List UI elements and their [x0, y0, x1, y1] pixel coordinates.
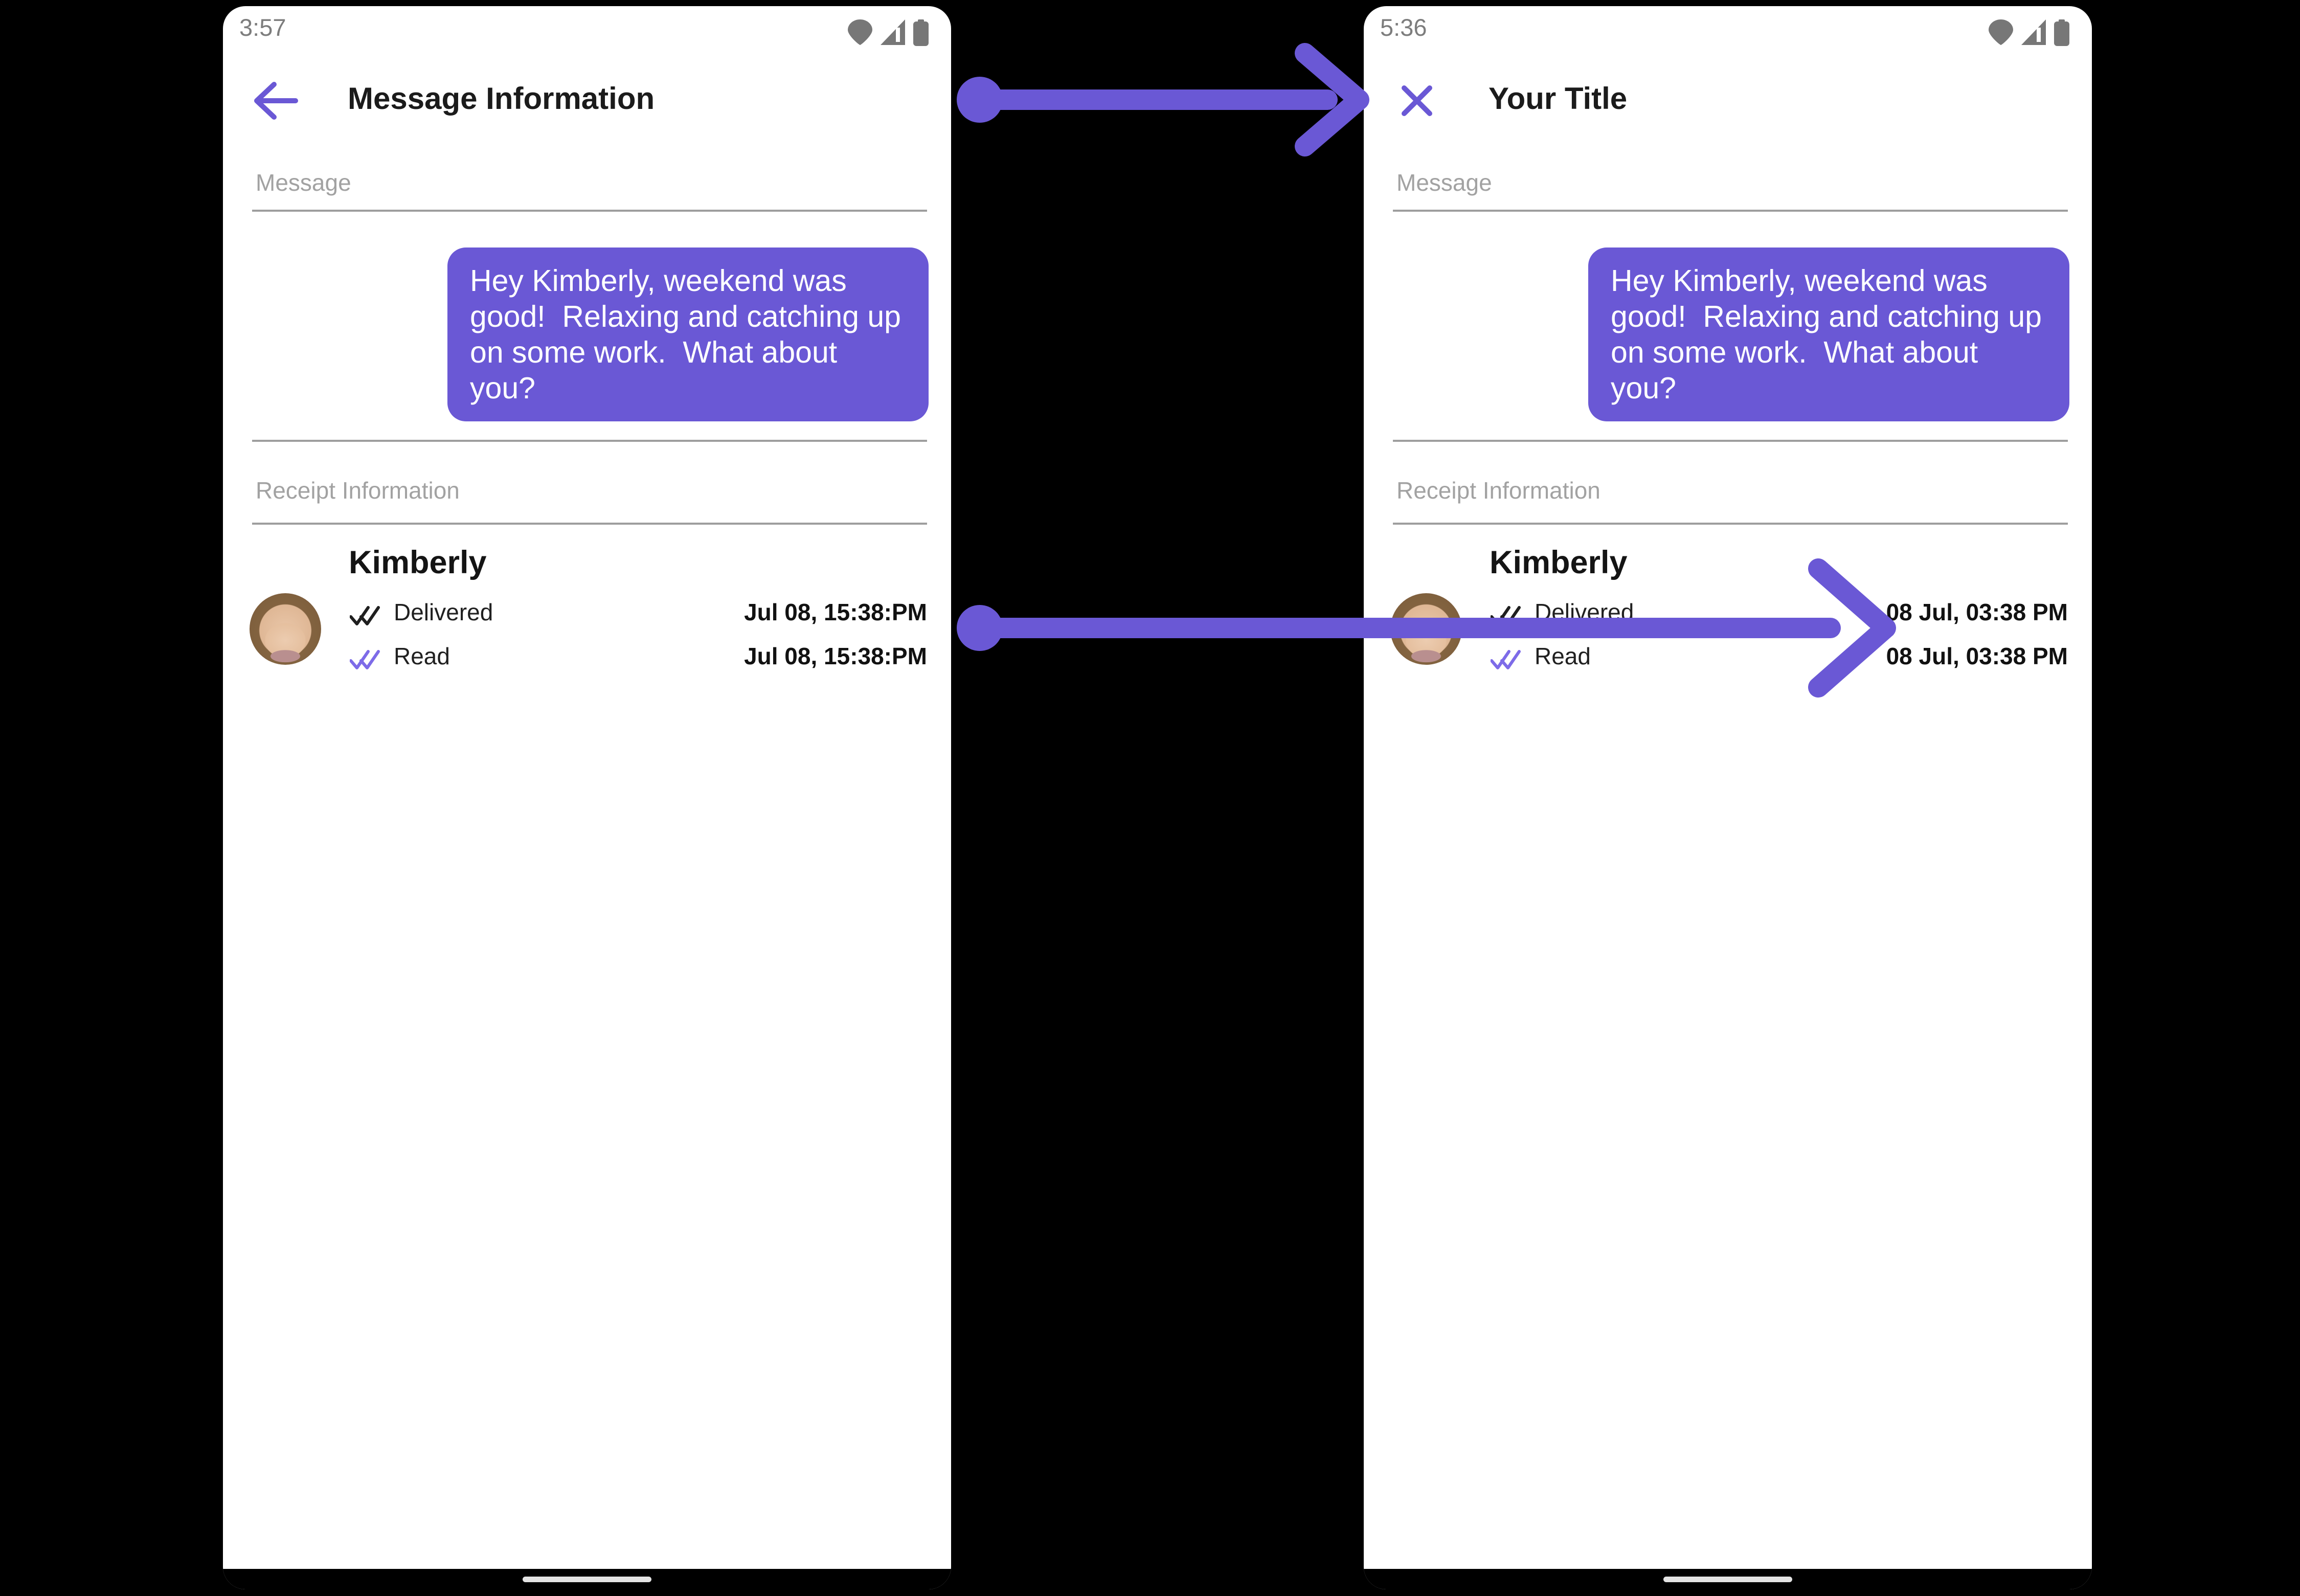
contact-name: Kimberly — [349, 545, 487, 580]
gesture-nav-area — [1364, 1569, 2092, 1589]
contact-avatar — [1390, 593, 1462, 665]
contact-name: Kimberly — [1490, 545, 1628, 580]
contact-avatar — [250, 593, 321, 665]
phone-right: 5:36 Your Title Message Hey Kimberly, we… — [1364, 6, 2092, 1589]
receipt-status: Read — [394, 643, 450, 669]
receipt-timestamp: Jul 08, 15:38:PM — [744, 643, 927, 669]
back-arrow-icon — [254, 82, 298, 120]
receipt-status: Read — [1535, 643, 1591, 669]
close-button[interactable] — [1392, 78, 1441, 124]
page-title: Your Title — [1489, 81, 1628, 116]
title-change-arrow — [957, 43, 1369, 156]
double-check-icon — [350, 606, 380, 625]
divider — [1393, 440, 2068, 442]
status-time: 5:36 — [1380, 14, 1427, 41]
message-bubble: Hey Kimberly, weekend was good! Relaxing… — [1588, 248, 2069, 421]
battery-icon — [2054, 19, 2069, 46]
status-icons — [848, 19, 929, 46]
page-title: Message Information — [348, 81, 655, 116]
cellular-signal-icon — [2021, 19, 2046, 45]
home-indicator[interactable] — [1663, 1577, 1792, 1582]
message-section-label: Message — [256, 169, 351, 196]
battery-icon — [913, 19, 929, 46]
status-time: 3:57 — [239, 14, 286, 41]
home-indicator[interactable] — [523, 1577, 651, 1582]
double-check-icon — [1491, 606, 1521, 625]
close-icon — [1402, 85, 1432, 116]
status-icons — [1989, 19, 2069, 46]
double-check-icon — [1491, 650, 1521, 669]
wifi-icon — [1989, 19, 2013, 45]
receipt-section-label: Receipt Information — [256, 477, 460, 504]
receipt-status: Delivered — [1535, 599, 1634, 625]
divider — [1393, 523, 2068, 525]
message-bubble: Hey Kimberly, weekend was good! Relaxing… — [447, 248, 929, 421]
divider — [252, 523, 927, 525]
divider — [1393, 210, 2068, 212]
double-check-icon — [350, 650, 380, 669]
cellular-signal-icon — [881, 19, 905, 45]
message-section-label: Message — [1396, 169, 1492, 196]
receipt-timestamp: 08 Jul, 03:38 PM — [1886, 599, 2068, 625]
receipt-section-label: Receipt Information — [1396, 477, 1600, 504]
receipt-timestamp: 08 Jul, 03:38 PM — [1886, 643, 2068, 669]
phone-left: 3:57 Message Information Message Hey Kim… — [223, 6, 951, 1589]
receipt-timestamp: Jul 08, 15:38:PM — [744, 599, 927, 625]
wifi-icon — [848, 19, 872, 45]
divider — [252, 440, 927, 442]
receipt-status: Delivered — [394, 599, 493, 625]
gesture-nav-area — [223, 1569, 951, 1589]
back-button[interactable] — [252, 78, 301, 124]
divider — [252, 210, 927, 212]
